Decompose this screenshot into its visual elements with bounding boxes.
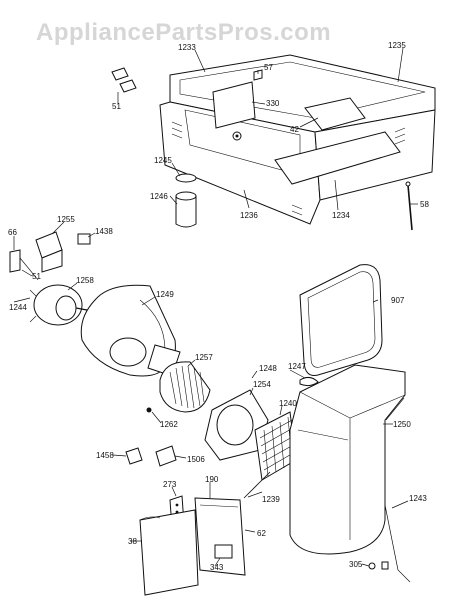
- motor-assembly: [9, 231, 99, 326]
- part-label-1244: 1244: [9, 303, 27, 312]
- part-label-1458: 1458: [96, 451, 114, 460]
- part-label-1245: 1245: [154, 156, 172, 165]
- blower-housing-1249: [80, 284, 181, 377]
- rod-part-1243: [384, 504, 411, 583]
- chassis-frame: [159, 54, 436, 225]
- part-label-1235: 1235: [388, 41, 406, 50]
- part-label-1236: 1236: [240, 211, 258, 220]
- part-label-330: 330: [266, 99, 280, 108]
- rod-part-58: [405, 181, 413, 231]
- part-label-343: 343: [210, 563, 224, 572]
- part-label-1250: 1250: [393, 420, 411, 429]
- control-assembly: [139, 495, 246, 596]
- part-label-51b: 51: [32, 272, 41, 281]
- part-label-1257: 1257: [195, 353, 213, 362]
- duct-housing-1250: [289, 364, 406, 555]
- part-label-1255: 1255: [57, 215, 75, 224]
- gasket-frame-907: [299, 264, 383, 376]
- part-label-1233: 1233: [178, 43, 196, 52]
- part-label-51: 51: [112, 102, 121, 111]
- part-label-1249: 1249: [156, 290, 174, 299]
- screw-part-305: [368, 561, 389, 570]
- part-label-1262: 1262: [160, 420, 178, 429]
- part-label-907: 907: [391, 296, 405, 305]
- clip-part-51: [111, 67, 137, 93]
- part-label-273: 273: [163, 480, 177, 489]
- part-label-57: 57: [264, 63, 273, 72]
- part-label-190: 190: [205, 475, 219, 484]
- part-label-1247: 1247: [288, 362, 306, 371]
- part-label-1254: 1254: [253, 380, 271, 389]
- part-label-66: 66: [8, 228, 17, 237]
- filter-grid-1240: [254, 411, 297, 481]
- part-label-42: 42: [290, 125, 299, 134]
- watermark: AppliancePartsPros.com: [36, 19, 331, 46]
- switch-parts: [125, 445, 177, 467]
- ring-plate-1254: [204, 389, 269, 461]
- part-label-1243: 1243: [409, 494, 427, 503]
- part-label-38: 38: [128, 537, 137, 546]
- part-label-1506: 1506: [187, 455, 205, 464]
- jar-part-1246: [175, 173, 197, 228]
- part-label-1248: 1248: [259, 364, 277, 373]
- part-label-58: 58: [420, 200, 429, 209]
- clip-part-1247: [299, 376, 319, 387]
- part-label-305: 305: [349, 560, 363, 569]
- part-labels: 1233 1235 57 51 330 42 1245 1246 1236 12…: [8, 41, 429, 572]
- part-label-1246: 1246: [150, 192, 168, 201]
- part-label-1258: 1258: [76, 276, 94, 285]
- part-label-1438: 1438: [95, 227, 113, 236]
- part-label-1239: 1239: [262, 495, 280, 504]
- part-label-62: 62: [257, 529, 266, 538]
- part-label-1234: 1234: [332, 211, 350, 220]
- part-label-1240: 1240: [279, 399, 297, 408]
- blower-wheel-1257: [146, 361, 211, 413]
- leader-lines: [13, 47, 418, 567]
